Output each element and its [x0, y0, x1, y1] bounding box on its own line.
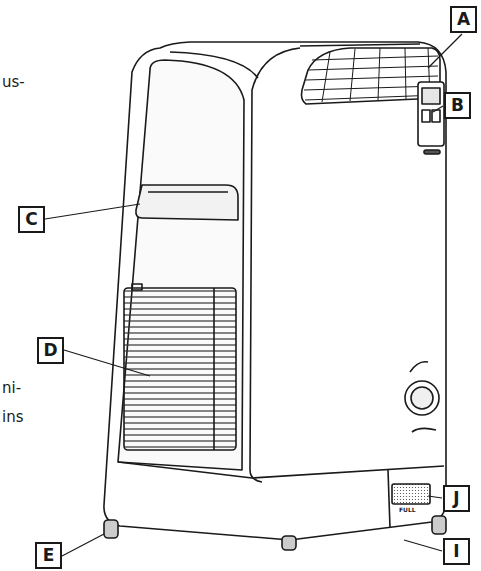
callout-box: B — [444, 92, 471, 119]
callout-letter: C — [25, 211, 37, 228]
callout-letter: E — [43, 547, 55, 564]
callout-box: E — [35, 542, 62, 569]
text-fragment: ni- — [2, 380, 21, 397]
callout-letter: D — [43, 342, 57, 359]
text-fragment: us- — [2, 74, 25, 91]
callout-letter: B — [451, 97, 464, 114]
indicator-text: FULL — [398, 507, 417, 514]
callout-letter: J — [453, 490, 459, 507]
callout-letter: I — [453, 543, 459, 560]
callout-box: C — [18, 206, 45, 233]
callout-letter: A — [457, 11, 470, 28]
text-fragment: ins — [2, 409, 24, 426]
callout-box: D — [37, 337, 64, 364]
callout-box: J — [443, 485, 470, 512]
callout-box: A — [450, 6, 477, 33]
callout-box: I — [443, 538, 470, 565]
